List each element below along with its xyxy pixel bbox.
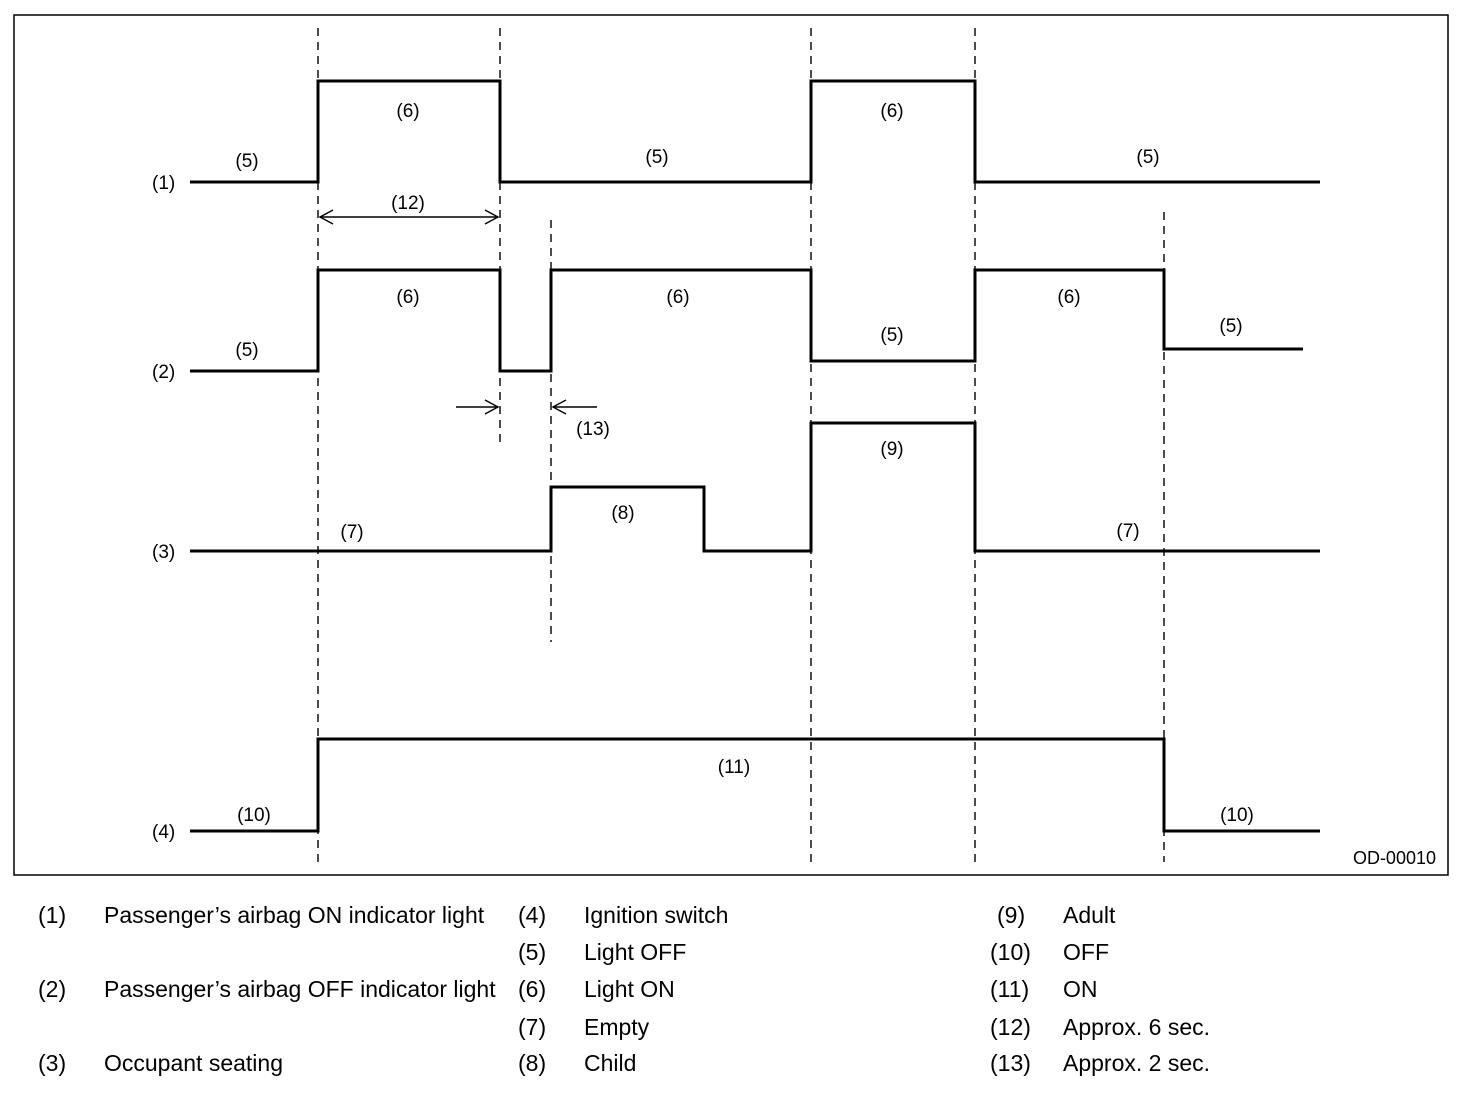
legend-num: (6) <box>518 976 547 1002</box>
legend-text: Child <box>584 1050 637 1076</box>
legend-num: (5) <box>518 939 547 965</box>
signal-label-1: (1) <box>152 173 175 194</box>
state-label: (6) <box>666 287 689 308</box>
legend-num: (10) <box>990 939 1031 965</box>
legend-item: (7) Empty <box>518 1012 938 1043</box>
state-label: (6) <box>396 287 419 308</box>
legend: (1) Passenger’s airbag ON indicator ligh… <box>0 892 1472 1092</box>
state-label: (11) <box>718 757 750 778</box>
figure-code: OD-00010 <box>1353 848 1436 868</box>
state-label: (8) <box>611 503 634 524</box>
legend-num: (7) <box>518 1014 547 1040</box>
legend-item: (12) Approx. 6 sec. <box>990 1012 1410 1043</box>
legend-item: (9) Adult <box>990 900 1410 931</box>
legend-num: (11) <box>990 976 1030 1002</box>
legend-num: (1) <box>38 902 67 928</box>
state-label: (6) <box>396 101 419 122</box>
signal-label-3: (3) <box>152 542 175 563</box>
legend-num: (2) <box>38 976 67 1002</box>
state-label: (7) <box>340 522 363 543</box>
legend-text: Light OFF <box>584 939 687 965</box>
state-label: (6) <box>1057 287 1080 308</box>
state-label: (10) <box>237 805 271 826</box>
waveform-4 <box>190 737 1320 833</box>
legend-num: (13) <box>990 1050 1031 1076</box>
state-label: (7) <box>1116 521 1139 542</box>
state-label: (5) <box>645 147 668 168</box>
legend-text: Passenger’s airbag ON indicator light <box>104 902 485 928</box>
duration-12-arrow <box>318 209 500 225</box>
legend-text: Approx. 6 sec. <box>1063 1014 1211 1040</box>
signal-label-2: (2) <box>152 362 175 383</box>
state-label: (5) <box>235 340 258 361</box>
legend-text: Ignition switch <box>584 902 729 928</box>
legend-item: (10) OFF <box>990 937 1410 968</box>
legend-text: Approx. 2 sec. <box>1063 1050 1211 1076</box>
state-label: (5) <box>1219 316 1242 337</box>
legend-item: (2) Passenger’s airbag OFF indicator lig… <box>38 974 508 1005</box>
waveform-2 <box>190 268 1303 373</box>
legend-text: Passenger’s airbag OFF indicator light <box>104 976 496 1002</box>
waveform-3 <box>190 421 1320 553</box>
duration-label-12: (12) <box>391 193 425 214</box>
legend-num: (8) <box>518 1050 547 1076</box>
timing-diagram: (1) (2) (3) (4) (5) (6) (5) (6) (5) (12)… <box>13 14 1449 876</box>
legend-item: (3) Occupant seating <box>38 1048 498 1079</box>
legend-text: OFF <box>1063 939 1109 965</box>
legend-text: Light ON <box>584 976 675 1002</box>
state-label: (5) <box>235 151 258 172</box>
legend-text: ON <box>1063 976 1098 1002</box>
state-label: (5) <box>1136 147 1159 168</box>
legend-item: (5) Light OFF <box>518 937 938 968</box>
legend-item: (11) ON <box>990 974 1410 1005</box>
legend-num: (9) <box>997 902 1026 928</box>
duration-13-arrow <box>456 399 597 415</box>
legend-item: (1) Passenger’s airbag ON indicator ligh… <box>38 900 498 931</box>
legend-item: (13) Approx. 2 sec. <box>990 1048 1410 1079</box>
diagram-frame <box>13 14 1449 876</box>
legend-item: (4) Ignition switch <box>518 900 938 931</box>
legend-num: (12) <box>990 1014 1031 1040</box>
legend-text: Empty <box>584 1014 650 1040</box>
duration-label-13: (13) <box>576 419 610 440</box>
waveform-1 <box>190 79 1320 184</box>
legend-item: (8) Child <box>518 1048 938 1079</box>
legend-num: (4) <box>518 902 547 928</box>
legend-num: (3) <box>38 1050 67 1076</box>
state-label: (10) <box>1220 805 1254 826</box>
state-label: (9) <box>880 439 903 460</box>
signal-label-4: (4) <box>152 822 175 843</box>
legend-item: (6) Light ON <box>518 974 938 1005</box>
state-label: (5) <box>880 325 903 346</box>
legend-text: Occupant seating <box>104 1050 284 1076</box>
legend-text: Adult <box>1063 902 1116 928</box>
state-label: (6) <box>880 101 903 122</box>
